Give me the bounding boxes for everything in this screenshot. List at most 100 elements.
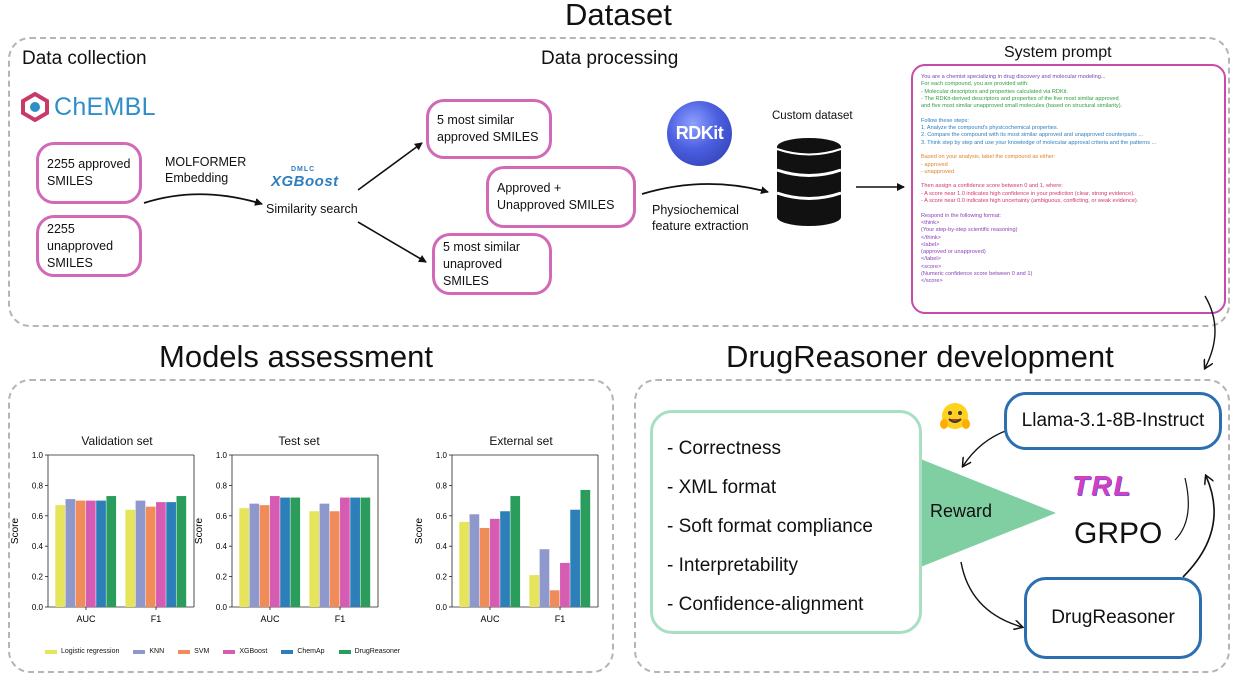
system-prompt-line: <score> [921,263,942,270]
drugreasoner-model-text: DrugReasoner [1051,607,1175,628]
arrow-embedding [143,193,263,206]
unapproved-smiles-box: 2255 unapproved SMILES [36,215,142,277]
system-prompt-line: 2. Compare the compound with its most si… [921,132,1144,139]
bar-knn [135,500,146,607]
bar-logistic-regression [459,521,470,607]
bar-logistic-regression [55,505,66,607]
feature-extraction-label: Physiochemical feature extraction [652,202,762,234]
arrow-prompt-to-llama [1205,295,1216,368]
bar-chemap [166,502,176,607]
models-assessment-panel [8,379,614,673]
chart-title-validation: Validation set [81,434,153,448]
reward-item-correctness: - Correctness [667,438,782,459]
approved-unapproved-box: Approved + Unapproved SMILES [486,166,636,228]
legend-label: ChemAp [297,648,325,655]
bar-knn [249,503,260,607]
legend-swatch [133,649,146,654]
rdkit-logo: RDKit [667,101,732,166]
drugreasoner-development-title: DrugReasoner development [726,339,1114,374]
reward-criteria-box: - Correctness - XML format - Soft format… [650,410,922,634]
system-prompt-line: 1. Analyze the compound's physicochemica… [921,125,1059,132]
system-prompt-box: You are a chemist specializing in drug d… [911,64,1226,314]
system-prompt-line: Follow these steps: [921,117,969,124]
drugreasoner-model-box: DrugReasoner [1024,577,1202,659]
models-assessment-title: Models assessment [159,339,433,374]
chart-title-external: External set [489,434,553,448]
system-prompt-line: - unapproved [921,168,954,175]
bar-xgboost [85,500,96,607]
molformer-embedding-text: MOLFORMER Embedding [165,155,247,185]
reward-item-xml-format: - XML format [667,477,777,498]
legend-item: XGBoost [223,648,267,655]
y-tick-label: 0.4 [32,542,44,551]
similar-unapproved-box: 5 most similar unaproved SMILES [432,233,552,295]
similar-approved-text: 5 most similar approved SMILES [437,113,539,144]
system-prompt-line: - A score near 1.0 indicates high confid… [921,190,1135,197]
approved-smiles-text: 2255 approved SMILES [47,157,131,188]
y-tick-label: 0.2 [436,573,448,582]
system-prompt-line: <think> [921,219,940,226]
y-tick-label: 0.0 [216,603,228,612]
system-prompt-line: You are a chemist specializing in drug d… [921,74,1106,80]
bar-logistic-regression [529,575,540,607]
reward-item-soft-format: - Soft format compliance [667,516,873,537]
legend-label: KNN [149,648,165,655]
hugging-face-icon [940,403,970,429]
bar-svm [479,527,490,607]
drugreasoner-development-panel [634,379,1230,673]
llama-model-box: Llama-3.1-8B-Instruct [1004,392,1222,450]
legend-label: SVM [194,648,210,655]
approved-smiles-box: 2255 approved SMILES [36,142,142,204]
reward-triangle [918,458,1056,568]
system-prompt-line: <label> [921,241,940,248]
legend-item: Logistic regression [45,648,119,655]
legend-item: DrugReasoner [338,648,400,655]
system-prompt-line: (approved or unapproved) [921,249,986,256]
feature-extraction-text: Physiochemical feature extraction [652,203,749,233]
bar-xgboost [489,518,500,607]
system-prompt-line: - Molecular descriptors and properties c… [921,88,1069,95]
y-tick-label: 0.2 [216,573,228,582]
bar-svm [75,500,86,607]
data-processing-title: Data processing [541,48,679,69]
system-prompt-line: For each compound, you are provided with… [921,81,1029,88]
bar-xgboost [156,502,166,607]
bar-chemap [350,497,360,607]
system-prompt-line: (Numeric confidence score between 0 and … [921,271,1033,278]
bar-drugreasoner [290,497,301,607]
system-prompt-line: - A score near 0.0 indicates high uncert… [921,198,1139,205]
dataset-panel [8,37,1230,327]
legend-swatch [178,649,191,654]
x-tick-label: AUC [480,614,500,624]
arrow-reward-to-drugreasoner [960,561,1022,627]
chart-title-test: Test set [278,434,320,448]
y-tick-label: 1.0 [32,451,44,460]
rdkit-logo-text: RDKit [675,123,724,143]
bar-drugreasoner [580,489,591,607]
bar-knn [319,503,330,607]
custom-dataset-label: Custom dataset [772,110,853,122]
legend-swatch [338,649,351,654]
y-tick-label: 0.2 [32,573,44,582]
y-tick-label: 0.4 [216,542,228,551]
bar-logistic-regression [125,509,136,607]
system-prompt-line: </think> [921,234,941,241]
xgboost-logo: DMLC XGBoost [271,166,361,196]
y-tick-label: 0.8 [216,481,228,490]
chembl-hexagon-icon [21,92,49,122]
y-axis-label: Score [414,518,425,545]
y-tick-label: 0.6 [216,512,228,521]
xgboost-logo-text: XGBoost [271,173,339,190]
bar-chemap [280,497,290,607]
system-prompt-line: (Your step-by-step scientific reasoning) [921,227,1018,234]
y-tick-label: 0.8 [436,481,448,490]
arrow-to-similar-unapproved [357,221,427,263]
y-tick-label: 0.8 [32,481,44,490]
system-prompt-line: Based on your analysis, label the compou… [921,154,1056,161]
database-icon [776,138,842,226]
legend-item: SVM [178,648,209,655]
x-tick-label: AUC [260,614,280,624]
unapproved-smiles-text: 2255 unapproved SMILES [47,221,114,270]
bar-drugreasoner [510,496,521,607]
y-tick-label: 1.0 [436,451,448,460]
